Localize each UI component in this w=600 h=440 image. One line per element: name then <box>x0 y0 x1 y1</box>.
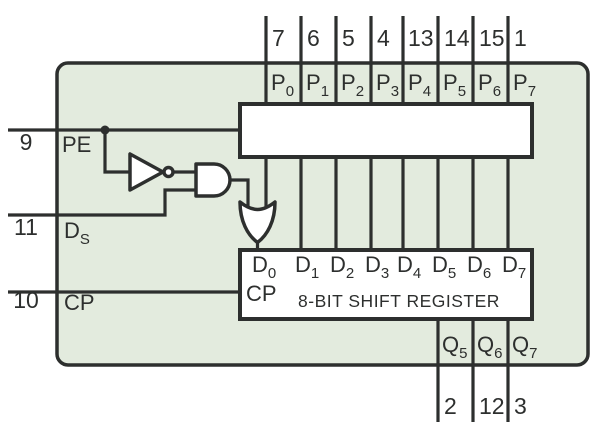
shift-register-box <box>238 248 534 321</box>
internal-wires <box>264 157 510 250</box>
pin-number-13: 13 <box>408 25 434 51</box>
left-pin-labels: 9 PE 11 DS 10 CP <box>13 129 94 315</box>
left-pin-wires <box>8 128 260 294</box>
pin-number-9: 9 <box>20 129 33 155</box>
label-d7: D7 <box>502 252 526 282</box>
pin-number-14: 14 <box>444 25 470 51</box>
pin-number-12: 12 <box>479 393 505 419</box>
pin-number-11: 11 <box>14 214 38 240</box>
label-q7: Q7 <box>512 332 537 362</box>
pin-number-7: 7 <box>272 25 285 51</box>
top-pin-numbers: 7 6 5 4 13 14 15 1 <box>272 25 527 51</box>
label-cp-pin: CP <box>64 290 95 315</box>
label-d1: D1 <box>295 252 319 282</box>
label-d0: D0 <box>252 252 276 282</box>
register-title: 8-BIT SHIFT REGISTER <box>298 291 500 311</box>
and-gate-icon <box>194 162 232 198</box>
label-q5: Q5 <box>442 332 467 362</box>
and-to-or-wire <box>230 178 250 210</box>
pe-to-inverter-wire <box>103 130 130 174</box>
parallel-input-labels: P0 P1 P2 P3 P4 P5 P6 P7 <box>271 70 536 100</box>
register-labels: D0 D1 D2 D3 D4 D5 D6 D7 CP 8-BIT SHIFT R… <box>246 252 526 311</box>
label-p2: P2 <box>341 70 364 100</box>
label-d2: D2 <box>330 252 354 282</box>
bottom-pin-wires <box>436 319 510 422</box>
label-p0: P0 <box>271 70 294 100</box>
pin-number-5: 5 <box>342 25 355 51</box>
pin-number-1: 1 <box>514 25 527 51</box>
inverter-bubble-icon <box>162 165 175 179</box>
pe-junction-dot <box>100 125 110 135</box>
ds-wire <box>8 188 196 217</box>
label-d6: D6 <box>467 252 491 282</box>
label-p6: P6 <box>478 70 501 100</box>
output-labels: Q5 Q6 Q7 <box>442 332 537 362</box>
parallel-input-box <box>238 102 534 159</box>
label-p1: P1 <box>306 70 329 100</box>
or-gate-icon <box>238 200 277 245</box>
label-d3: D3 <box>365 252 389 282</box>
label-ds: DS <box>64 218 90 248</box>
label-cp-register: CP <box>246 281 277 306</box>
pin-number-2: 2 <box>444 393 457 419</box>
label-pe: PE <box>62 132 91 157</box>
label-d4: D4 <box>397 252 421 282</box>
label-p5: P5 <box>443 70 466 100</box>
pin-number-4: 4 <box>377 25 390 51</box>
pin-number-3: 3 <box>514 393 527 419</box>
bottom-pin-numbers: 2 12 3 <box>444 393 527 419</box>
top-pin-wires <box>264 16 510 104</box>
label-q6: Q6 <box>477 332 502 362</box>
label-p3: P3 <box>376 70 399 100</box>
pin-number-6: 6 <box>307 25 320 51</box>
pin-number-10: 10 <box>13 287 39 313</box>
inverter-gate-icon <box>128 152 165 192</box>
pin-number-15: 15 <box>479 25 505 51</box>
label-p7: P7 <box>513 70 536 100</box>
label-d5: D5 <box>432 252 456 282</box>
label-p4: P4 <box>408 70 431 100</box>
